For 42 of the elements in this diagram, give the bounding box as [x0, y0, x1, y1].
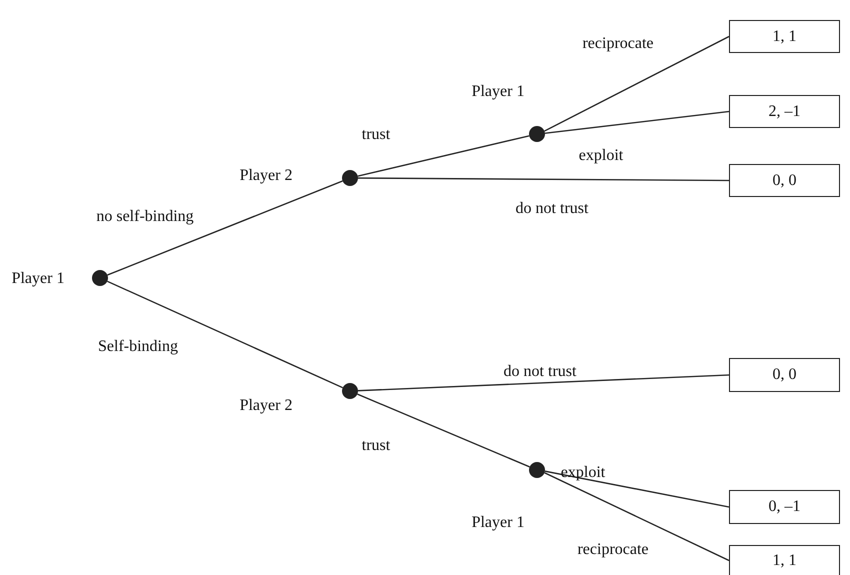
edge-label: trust — [362, 126, 390, 144]
payoff-box — [729, 95, 840, 128]
edge-label: do not trust — [504, 363, 576, 381]
edge-label: exploit — [578, 147, 624, 165]
branch-line — [107, 280, 343, 388]
payoff-text: 0, 0 — [772, 366, 796, 384]
player-label: Player 1 — [472, 83, 524, 101]
payoff-box — [729, 20, 840, 53]
edge-label: Self-binding — [98, 338, 178, 356]
player-label: Player 1 — [472, 514, 524, 532]
player-label: Player 2 — [240, 397, 292, 415]
branch-line — [544, 110, 730, 134]
decision-node — [342, 170, 358, 186]
edge-label: no self-binding — [96, 208, 194, 226]
edge-label: do not trust — [516, 200, 588, 218]
payoff-box — [729, 164, 840, 197]
player-label: Player 2 — [240, 167, 292, 185]
payoff-text: 1, 1 — [772, 28, 796, 46]
branch-line — [544, 36, 730, 132]
branch-line — [358, 374, 730, 392]
branch-line — [358, 135, 530, 177]
decision-node — [342, 383, 358, 399]
edge-label: reciprocate — [577, 541, 649, 559]
branch-line — [544, 472, 730, 562]
payoff-text: 2, –1 — [768, 102, 800, 120]
payoff-box — [729, 545, 840, 575]
payoff-text: 1, 1 — [772, 552, 796, 570]
player-label: Player 1 — [12, 270, 64, 288]
payoff-box — [729, 490, 840, 524]
edge-label: trust — [362, 437, 390, 455]
payoff-text: 0, 0 — [772, 172, 796, 190]
branch-line — [544, 470, 730, 508]
edge-label: reciprocate — [582, 35, 654, 53]
edge-label: exploit — [560, 464, 606, 482]
decision-node — [92, 270, 108, 286]
branch-line — [357, 394, 530, 468]
decision-node — [529, 126, 545, 142]
decision-node — [529, 462, 545, 478]
payoff-text: 0, –1 — [768, 498, 800, 516]
payoff-box — [729, 358, 840, 392]
branch-line — [358, 177, 729, 182]
branch-line — [107, 180, 343, 276]
